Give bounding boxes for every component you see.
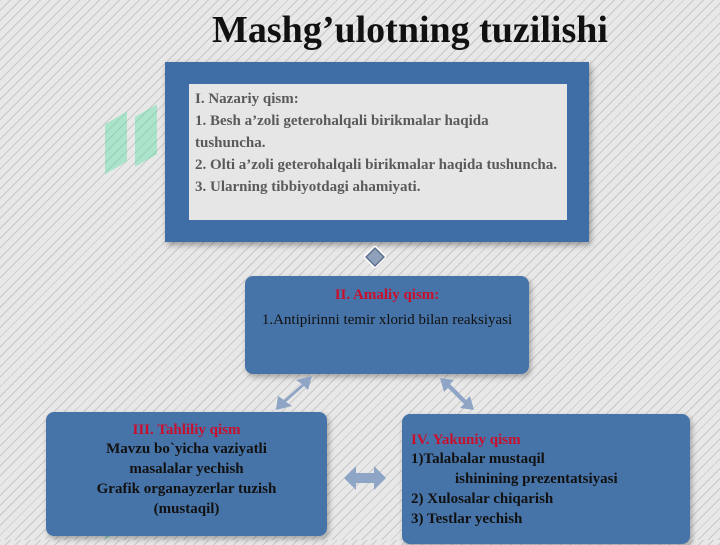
final-item: 3) Testlar yechish — [411, 511, 523, 527]
page-title: Mashg’ulotning tuzilishi — [212, 9, 608, 51]
theory-heading: I. Nazariy qism: — [195, 91, 299, 107]
practice-heading-colon: : — [434, 287, 440, 303]
final-item: ishinining prezentatsiyasi — [455, 471, 618, 487]
practice-heading-text: II. Amaliy qism — [334, 287, 435, 303]
analysis-box: III. Tahliliy qism Mavzu bo`yicha vaziya… — [46, 412, 327, 536]
practice-heading: II. Amaliy qism: — [245, 282, 529, 308]
analysis-heading: III. Tahliliy qism — [132, 422, 241, 438]
theory-item: 1. Besh a’zoli geterohalqali birikmalar … — [195, 113, 489, 151]
theory-box: I. Nazariy qism: 1. Besh a’zoli geteroha… — [189, 84, 567, 220]
watermark-logo-icon — [105, 104, 157, 175]
analysis-item: Mavzu bo`yicha vaziyatli — [106, 441, 267, 457]
theory-item: 3. Ularning tibbiyotdagi ahamiyati. — [195, 179, 421, 195]
final-heading: IV. Yakuniy qism — [411, 432, 521, 448]
double-arrow-icon — [276, 376, 312, 410]
analysis-item: masalalar yechish — [129, 461, 244, 477]
double-arrow-icon — [440, 378, 474, 410]
analysis-item: Grafik organayzerlar tuzish — [96, 481, 277, 497]
analysis-item: (mustaqil) — [153, 501, 220, 517]
theory-frame: I. Nazariy qism: 1. Besh a’zoli geteroha… — [165, 62, 589, 242]
theory-item: 2. Olti a’zoli geterohalqali birikmalar … — [195, 157, 557, 173]
final-box: IV. Yakuniy qism 1)Talabalar mustaqil is… — [402, 414, 690, 544]
double-arrow-icon — [344, 466, 386, 490]
final-item: 1)Talabalar mustaqil — [411, 451, 545, 467]
final-item: 2) Xulosalar chiqarish — [411, 491, 554, 507]
practice-box: II. Amaliy qism: 1.Antipirinni temir xlo… — [245, 276, 529, 374]
practice-item: 1.Antipirinni temir xlorid bilan reaksiy… — [261, 312, 513, 328]
diamond-connector-icon — [364, 246, 386, 268]
